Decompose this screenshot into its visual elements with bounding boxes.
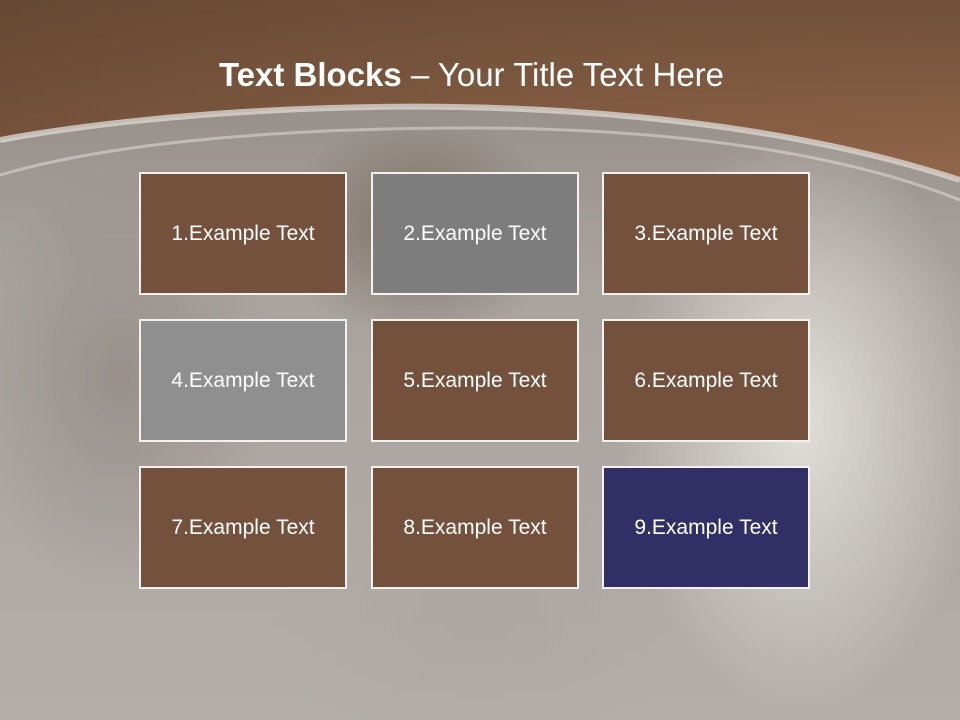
- text-block-label: 6.Example Text: [634, 368, 778, 392]
- text-block-label: 5.Example Text: [403, 368, 547, 392]
- text-block-2[interactable]: 2.Example Text: [371, 172, 579, 295]
- text-block-label: 9.Example Text: [634, 515, 778, 539]
- text-block-label: 8.Example Text: [403, 515, 547, 539]
- text-block-1[interactable]: 1.Example Text: [139, 172, 347, 295]
- text-block-label: 7.Example Text: [171, 515, 315, 539]
- text-block-5[interactable]: 5.Example Text: [371, 319, 579, 442]
- title-bold: Text Blocks: [218, 56, 402, 93]
- text-block-label: 3.Example Text: [634, 221, 778, 245]
- text-block-7[interactable]: 7.Example Text: [139, 466, 347, 589]
- text-block-label: 2.Example Text: [403, 221, 547, 245]
- title-rest: Your Title Text Here: [437, 56, 725, 93]
- text-block-label: 1.Example Text: [171, 221, 315, 245]
- text-block-3[interactable]: 3.Example Text: [602, 172, 810, 295]
- text-block-6[interactable]: 6.Example Text: [602, 319, 810, 442]
- title-dash: –: [401, 56, 438, 93]
- text-block-4[interactable]: 4.Example Text: [139, 319, 347, 442]
- text-block-9[interactable]: 9.Example Text: [602, 466, 810, 589]
- text-block-8[interactable]: 8.Example Text: [371, 466, 579, 589]
- text-block-label: 4.Example Text: [171, 368, 315, 392]
- slide-title: Text Blocks – Your Title Text Here: [0, 55, 943, 95]
